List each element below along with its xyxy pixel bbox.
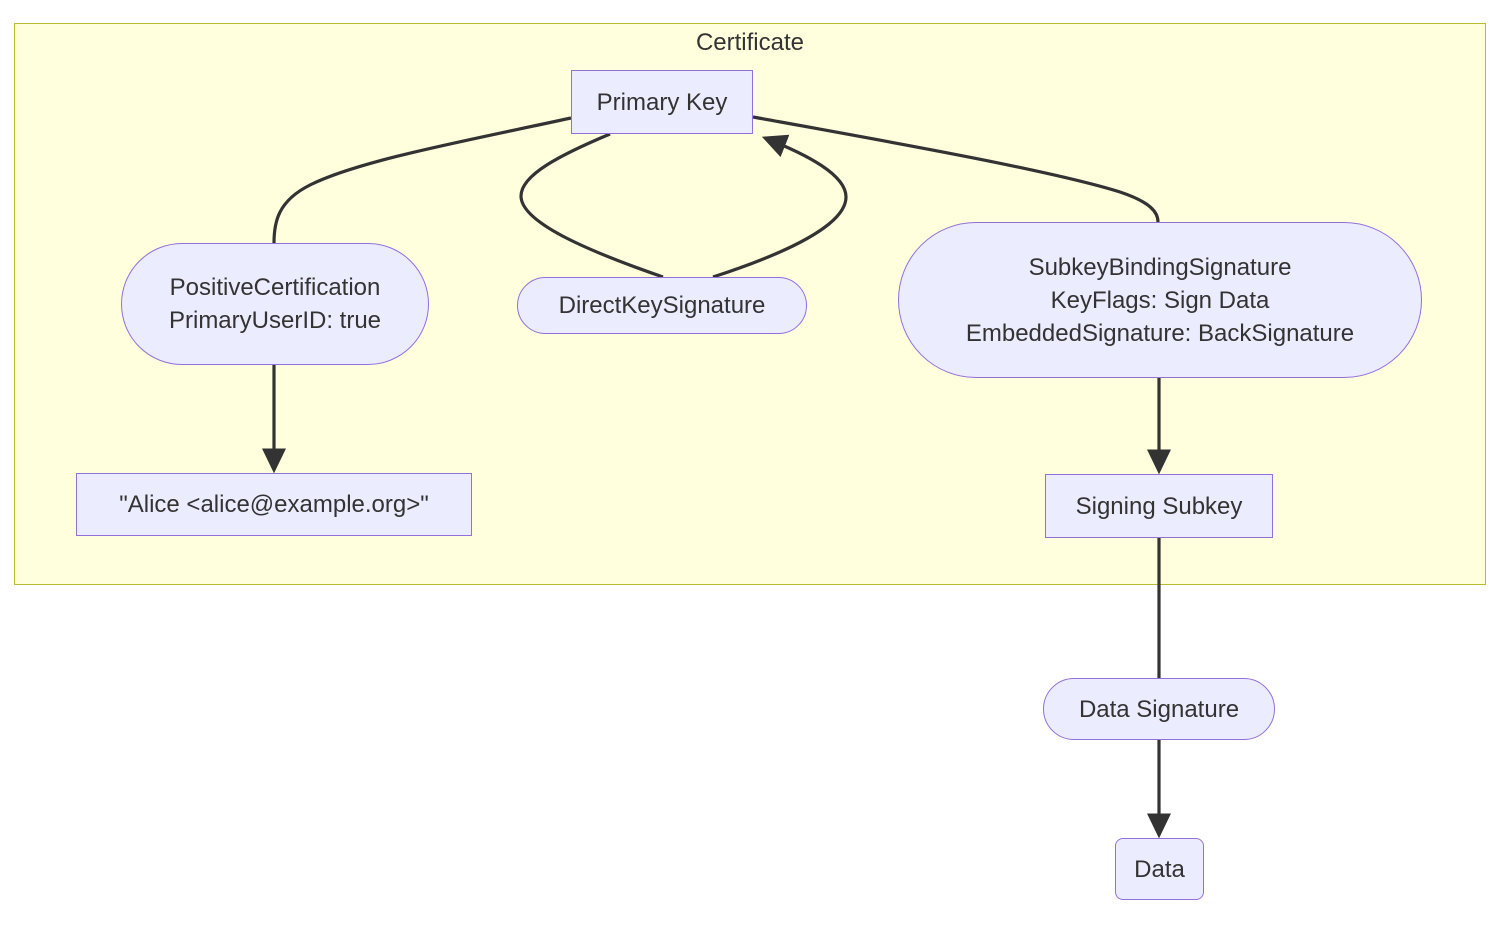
edge-primary-key-to-positive-certification — [272, 116, 572, 244]
subgraph-certificate-label: Certificate — [695, 29, 805, 56]
node-userid-alice[interactable]: "Alice <alice@example.org>" — [76, 473, 472, 536]
node-subkey-binding-signature[interactable]: SubkeyBindingSignature KeyFlags: Sign Da… — [898, 222, 1422, 378]
node-data-signature[interactable]: Data Signature — [1043, 678, 1275, 740]
node-positive-certification[interactable]: PositiveCertification PrimaryUserID: tru… — [121, 243, 429, 365]
node-direct-key-signature[interactable]: DirectKeySignature — [517, 277, 807, 334]
edge-primary-key-to-direct-key-signature — [519, 132, 664, 279]
node-primary-key[interactable]: Primary Key — [571, 70, 753, 134]
node-data[interactable]: Data — [1115, 838, 1204, 900]
edge-direct-key-signature-to-primary-key — [712, 134, 848, 279]
node-signing-subkey[interactable]: Signing Subkey — [1045, 474, 1273, 538]
edge-primary-key-to-subkey-binding-signature — [752, 115, 1160, 223]
